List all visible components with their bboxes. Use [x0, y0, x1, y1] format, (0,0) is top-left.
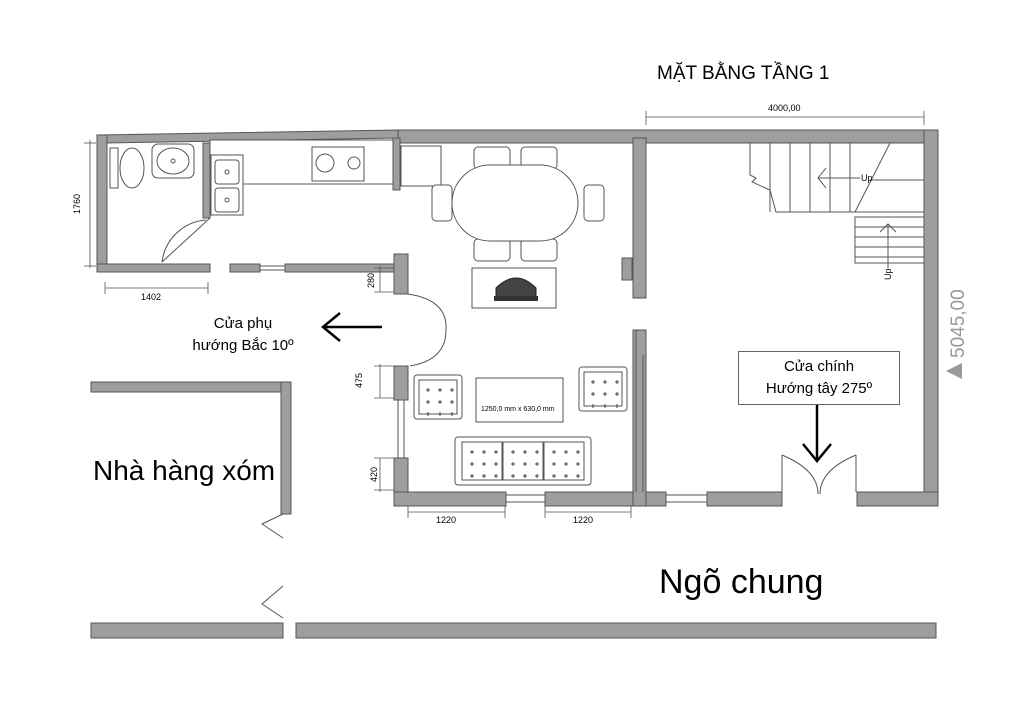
- neighbor-house-label: Nhà hàng xóm: [93, 455, 276, 486]
- middle-post: [621, 257, 633, 281]
- neighbor-door: [260, 513, 284, 539]
- kitchen-fixtures: [209, 139, 442, 216]
- coffee-table-size: 1250,0 mm x 630,0 mm: [481, 406, 555, 413]
- dining-table: [451, 164, 579, 242]
- dim-depth: 5045,00: [948, 289, 969, 358]
- front-wall-c: [856, 491, 939, 507]
- middle-wall-top: [632, 137, 647, 299]
- main-door-label: Cửa chính Hướng tây 275º: [738, 351, 900, 405]
- depth-arrow: [946, 363, 962, 379]
- chair: [583, 184, 605, 222]
- middle-wall-bottom: [632, 329, 647, 507]
- wc-door-swing: [161, 217, 211, 263]
- side-door-label-line1: Cửa phụ: [213, 315, 273, 332]
- main-door-arrow: [802, 405, 832, 463]
- wc-bottom-wall-a: [96, 263, 211, 273]
- dim-420: 420: [369, 467, 379, 482]
- stair-up-label: Up: [861, 173, 873, 183]
- side-door-jamb-top: [393, 253, 409, 295]
- stair-direction-arrow: [817, 167, 860, 189]
- main-door-right: [819, 454, 857, 495]
- wc-bottom-wall-b: [229, 263, 261, 273]
- dim-wc-height: 1760: [72, 194, 82, 214]
- stair-direction-arrow: [879, 223, 897, 268]
- side-door-label-line2: hướng Bắc 10º: [192, 337, 294, 354]
- main-door-left: [781, 454, 819, 495]
- fridge: [400, 145, 442, 187]
- front-wall-b: [706, 491, 783, 507]
- stairs: [749, 142, 925, 268]
- dim-top-width: 4000,00: [768, 103, 801, 113]
- dim-280: 280: [366, 273, 376, 288]
- windows: [260, 265, 707, 503]
- chair: [431, 184, 453, 222]
- side-door-label: Cửa phụ hướng Bắc 10º: [172, 313, 314, 361]
- main-door-label-line2: Hướng tây 275º: [765, 380, 873, 397]
- wc-fixtures: [109, 143, 211, 263]
- living-set: [413, 366, 628, 486]
- walls: [90, 129, 939, 639]
- stair-up-label: Up: [883, 268, 893, 280]
- toilet: [119, 147, 145, 189]
- dim-window-left: 1220: [436, 515, 456, 525]
- dimension-lines: [84, 111, 925, 518]
- front-wall-a: [645, 491, 667, 507]
- cushion-tufts: [426, 380, 619, 478]
- doors: [260, 293, 857, 619]
- chair: [473, 238, 511, 262]
- dim-window-right: 1220: [573, 515, 593, 525]
- dim-wc-width: 1402: [141, 292, 161, 302]
- plan-title: MẶT BẰNG TẦNG 1: [657, 62, 829, 84]
- neighbor-wall-top: [90, 381, 290, 393]
- side-door: [407, 293, 447, 367]
- alley-gate: [261, 585, 284, 619]
- wc-partition: [202, 142, 211, 219]
- side-door-arrow: [321, 312, 382, 342]
- kitchen-wall: [392, 137, 401, 191]
- chair: [520, 238, 558, 262]
- side-door-jamb-bottom: [393, 365, 409, 401]
- alley-wall-left: [90, 622, 284, 639]
- dim-475: 475: [354, 373, 364, 388]
- alley-wall-right: [295, 622, 937, 639]
- main-door-label-line1: Cửa chính: [783, 358, 855, 375]
- bottom-wall-b: [544, 491, 634, 507]
- altar-cabinet: [471, 267, 557, 309]
- top-wall-right: [397, 129, 939, 144]
- right-wall: [923, 129, 939, 507]
- bottom-wall-a: [393, 491, 507, 507]
- left-wall-wc: [96, 134, 108, 272]
- dining-set: [431, 146, 605, 262]
- neighbor-wall-side: [280, 381, 292, 515]
- coffee-table: [475, 377, 564, 423]
- common-alley-label: Ngõ chung: [659, 563, 824, 601]
